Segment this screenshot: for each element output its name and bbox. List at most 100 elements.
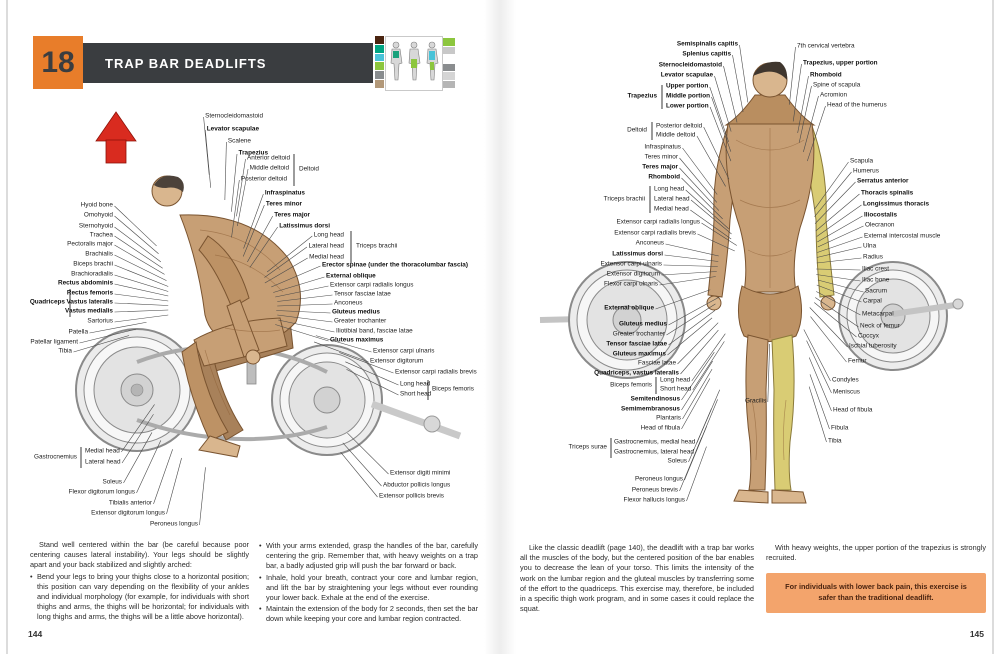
anatomy-label: Abductor pollicis longus <box>383 481 451 489</box>
anatomy-label: 7th cervical vertebra <box>797 42 855 50</box>
anatomy-label: Posterior deltoid <box>240 175 287 183</box>
anatomy-label: Head of the humerus <box>827 101 887 109</box>
chapter-number-box: 18 <box>33 36 83 89</box>
anatomy-label: Gastrocnemius, lateral head <box>614 448 694 456</box>
anatomy-label: Short head <box>660 385 692 393</box>
muscle-color-legend-left <box>375 36 384 89</box>
anatomy-label: Carpal <box>863 297 882 305</box>
anatomy-label: Soleus <box>102 478 122 486</box>
chapter-title: TRAP BAR DEADLIFTS <box>105 55 267 71</box>
anatomy-label: Iliac crest <box>862 265 889 273</box>
commentary-column-1: Like the classic deadlift (page 140), th… <box>520 543 754 614</box>
anatomy-label: Levator scapulae <box>206 125 259 133</box>
instruction-bullet: •Maintain the extension of the body for … <box>259 604 478 624</box>
anatomy-label: Patella <box>68 328 88 336</box>
anatomy-label: Peroneus longus <box>150 520 198 528</box>
anatomy-label: Medial head <box>309 253 344 261</box>
anatomy-label: Anconeus <box>635 239 664 247</box>
anatomy-label: Triceps brachii <box>603 195 645 203</box>
anatomy-label: Hyoid bone <box>80 201 113 209</box>
anatomy-label: Patellar ligament <box>30 338 78 346</box>
anatomy-label: Longissimus thoracis <box>863 200 930 208</box>
legend-color-swatch <box>443 63 455 71</box>
anatomy-label: Triceps surae <box>568 443 607 451</box>
instruction-list-1: •Bend your legs to bring your thighs clo… <box>30 572 249 623</box>
anatomy-label: Splenius capitis <box>682 50 731 58</box>
anatomy-label: Fibula <box>831 424 849 432</box>
anatomy-label: Medial head <box>85 447 120 455</box>
anatomy-label: Extensor carpi radialis brevis <box>614 229 696 237</box>
chapter-title-bar: TRAP BAR DEADLIFTS <box>83 43 373 83</box>
anatomy-label: Short head <box>400 390 432 398</box>
anatomy-label: Deltoid <box>299 165 319 173</box>
legend-color-swatch <box>443 72 455 80</box>
anatomy-label: Latissimus dorsi <box>612 250 663 258</box>
book-spine-shadow <box>484 0 516 654</box>
anatomy-label: Infraspinatus <box>644 143 681 151</box>
left-page-edge <box>6 0 8 654</box>
anatomy-label: Greater trochanter <box>334 317 387 325</box>
legend-color-swatch <box>443 80 455 88</box>
legend-color-swatch <box>443 55 455 63</box>
anatomy-label: Peroneus longus <box>635 475 683 483</box>
anatomy-label: Sternocleidomastoid <box>658 61 722 69</box>
anatomy-label: Brachioradialis <box>71 270 113 278</box>
anatomy-label: Erector spinae (under the thoracolumbar … <box>322 261 468 269</box>
anatomy-label: Trapezius <box>238 149 268 157</box>
anatomy-label: Rectus femoris <box>66 289 113 297</box>
legend-color-swatch <box>375 36 384 44</box>
upward-arrow-icon <box>95 111 137 164</box>
anatomy-label: Gluteus medius <box>332 308 380 316</box>
anatomy-label: Pectoralis major <box>67 240 113 248</box>
anatomy-label: External oblique <box>326 272 376 280</box>
legend-color-swatch <box>375 80 384 88</box>
anatomy-label: Head of fibula <box>833 406 873 414</box>
anatomy-label: Fasciae latae <box>637 359 676 367</box>
anatomy-label: Extensor digitorum <box>370 357 424 365</box>
anatomy-label: Vastus lateralis <box>66 298 113 306</box>
muscle-color-legend-right <box>443 38 455 89</box>
right-page-edge <box>992 0 994 654</box>
instruction-bullet: •Bend your legs to bring your thighs clo… <box>30 571 249 622</box>
anatomy-label: Ischial tuberosity <box>849 342 897 350</box>
anatomy-label: Semimembranosus <box>621 405 680 413</box>
legend-color-swatch <box>443 38 455 46</box>
legend-color-swatch <box>375 62 384 71</box>
anatomy-label: Long head <box>313 231 344 239</box>
anatomy-label: Gluteus maximus <box>612 350 666 358</box>
safety-callout-text: For individuals with lower back pain, th… <box>785 582 967 603</box>
anatomy-label: Extensor carpi radialis longus <box>616 218 700 226</box>
anatomy-label: Lower portion <box>666 102 709 110</box>
anatomy-label: Flexor digitorum longus <box>68 488 135 496</box>
anatomy-label: Extensor carpi radialis brevis <box>395 368 477 376</box>
anatomy-label: Brachialis <box>85 250 113 258</box>
anatomy-label: Serratus anterior <box>857 177 909 185</box>
anatomy-label: Flexor hallucis longus <box>623 496 685 504</box>
anatomy-label: Extensor carpi radialis longus <box>330 281 414 289</box>
anatomy-label: Spine of scapula <box>813 81 861 89</box>
anatomy-label: Extensor pollicis brevis <box>379 492 444 500</box>
anatomy-label: Soleus <box>667 457 687 465</box>
anatomy-label: Extensor digitorum <box>606 270 660 278</box>
anatomy-label: Tibia <box>828 437 842 445</box>
anatomy-label: Biceps femoris <box>610 381 652 389</box>
anatomy-label: Sternohyoid <box>78 222 113 230</box>
anatomy-label: Tibia <box>58 347 72 355</box>
anatomy-label: Medial head <box>654 205 689 213</box>
anatomy-label: Tensor fasciae latae <box>606 340 667 348</box>
anatomy-label: Iliocostalis <box>864 211 898 219</box>
anatomy-label: Gastrocnemius <box>34 453 77 461</box>
anatomy-label: Lateral head <box>308 242 344 250</box>
anatomy-label: Gluteus maximus <box>330 336 384 344</box>
anatomy-label: External oblique <box>604 304 654 312</box>
anatomy-label: Long head <box>660 376 691 384</box>
anatomy-label: Lateral head <box>654 195 690 203</box>
anatomy-label: Teres minor <box>644 153 678 161</box>
instruction-intro: Stand well centered within the bar (be c… <box>30 540 249 570</box>
anatomy-label: Sternocleidomastoid <box>205 112 263 120</box>
anatomy-label: Coccyx <box>858 332 879 340</box>
muscle-map-figures-icon <box>390 41 439 80</box>
anatomy-label: Semitendinosus <box>630 395 680 403</box>
page-number-right: 145 <box>969 629 984 639</box>
